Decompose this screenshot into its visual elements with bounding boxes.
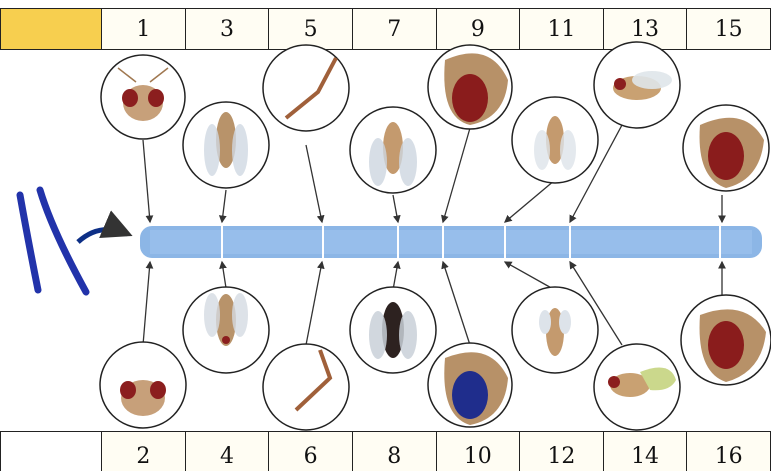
- fly-panel: [263, 344, 349, 430]
- fly-panel: [350, 107, 436, 193]
- chromosome-pair-icon: [20, 190, 86, 292]
- fly-panel: [100, 342, 186, 428]
- fly-panel: [183, 102, 269, 188]
- fly-panel: [512, 97, 598, 183]
- fly-panel: [594, 344, 680, 430]
- fly-panel: [428, 343, 512, 427]
- fly-panel: [183, 287, 269, 373]
- fly-panel: [512, 287, 598, 373]
- fly-panel: [594, 42, 680, 128]
- fly-panel: [683, 105, 769, 191]
- fly-panel: [101, 55, 185, 139]
- fly-panel: [350, 287, 436, 373]
- fly-panel: [681, 295, 771, 385]
- fly-panel: [263, 45, 349, 131]
- chromosome-bar: [140, 226, 762, 258]
- fly-panel: [428, 45, 512, 129]
- curved-arrow-icon: [78, 230, 128, 243]
